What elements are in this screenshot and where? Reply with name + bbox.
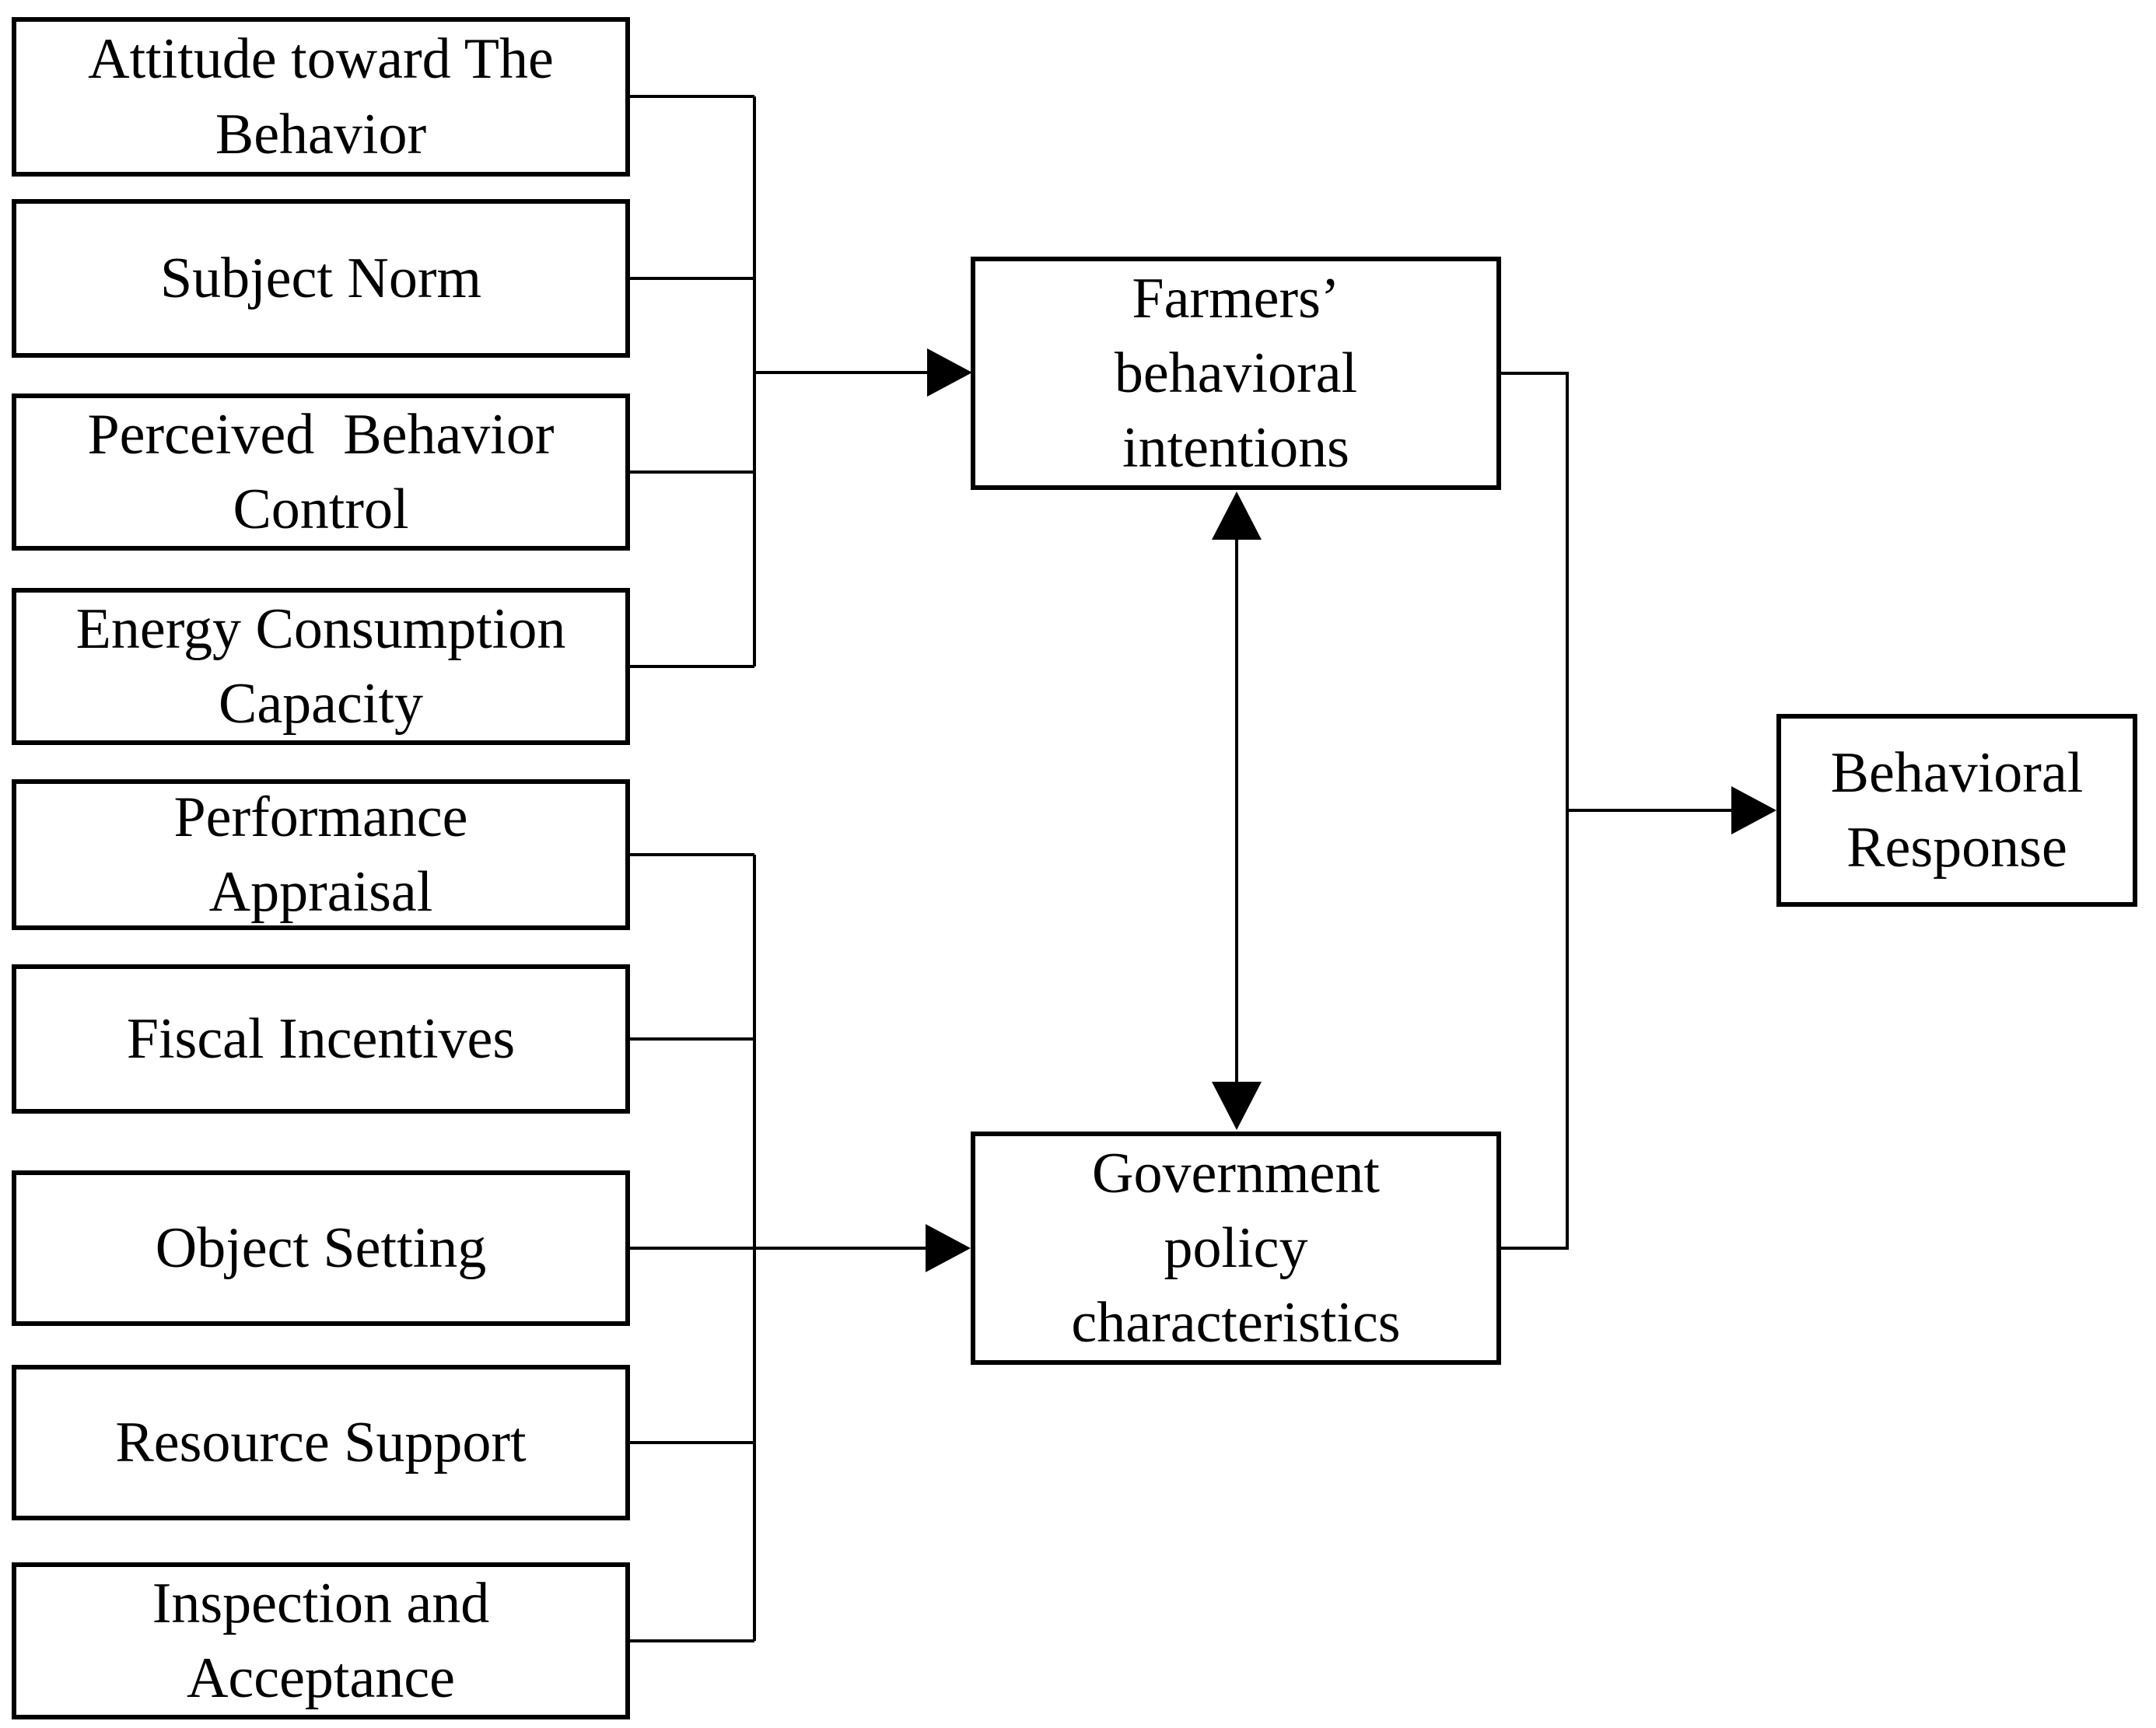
node-fiscal-incentives: Fiscal Incentives: [12, 964, 630, 1114]
arrowhead-into-government-icon: [926, 1224, 971, 1272]
node-performance-appraisal: Performance Appraisal: [12, 779, 630, 930]
node-attitude-toward-the-behavior: Attitude toward The Behavior: [12, 17, 630, 177]
node-energy-consumption-capacity: Energy Consumption Capacity: [12, 588, 630, 745]
node-subject-norm: Subject Norm: [12, 199, 630, 358]
arrowhead-down-into-government-icon: [1212, 1082, 1262, 1130]
arrowhead-into-response-icon: [1731, 786, 1776, 834]
top-group-connector: [630, 95, 929, 668]
node-resource-support: Resource Support: [12, 1365, 630, 1520]
node-object-setting: Object Setting: [12, 1170, 630, 1326]
right-side-connector: [1501, 372, 1733, 1250]
node-government-policy-characteristics: Government policy characteristics: [971, 1132, 1501, 1365]
bottom-group-connector: [630, 853, 927, 1642]
arrowhead-into-farmers-icon: [927, 348, 972, 397]
node-farmers-behavioral-intentions: Farmers’ behavioral intentions: [971, 257, 1501, 490]
right-vertical-bus: [1501, 372, 1569, 1250]
arrowhead-up-into-farmers-icon: [1212, 491, 1262, 540]
node-behavioral-response: Behavioral Response: [1776, 714, 2137, 907]
node-inspection-and-acceptance: Inspection and Acceptance: [12, 1562, 630, 1719]
double-arrow-intentions-policy: [1212, 491, 1262, 1130]
node-perceived-behavior-control: Perceived Behavior Control: [12, 394, 630, 551]
